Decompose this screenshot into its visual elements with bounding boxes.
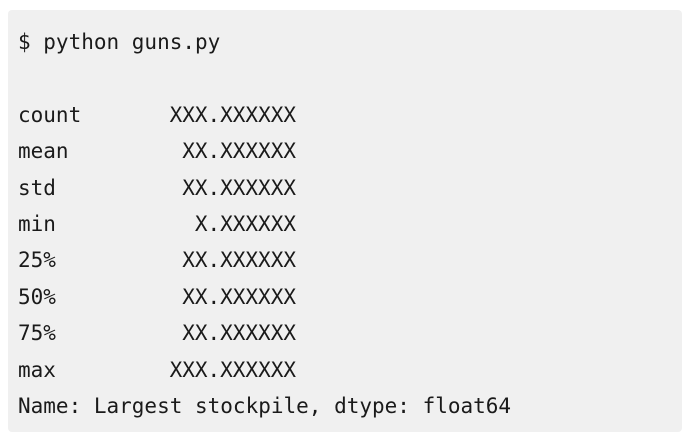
stat-row-std: std XX.XXXXXX <box>18 170 682 206</box>
series-footer: Name: Largest stockpile, dtype: float64 <box>18 393 512 418</box>
stat-row-min: min X.XXXXXX <box>18 206 682 242</box>
terminal-output: $ python guns.py count XXX.XXXXXX mean X… <box>8 10 682 432</box>
stat-label: count <box>18 102 82 127</box>
blank-line <box>18 60 682 96</box>
stat-value: XX.XXXXXX <box>182 284 296 309</box>
stat-value: XX.XXXXXX <box>182 248 296 273</box>
stat-label: std <box>18 175 56 200</box>
stat-label: 25% <box>18 248 56 273</box>
stat-row-75: 75% XX.XXXXXX <box>18 315 682 351</box>
stat-row-mean: mean XX.XXXXXX <box>18 133 682 169</box>
stat-value: XX.XXXXXX <box>182 175 296 200</box>
stat-value: XX.XXXXXX <box>182 321 296 346</box>
stat-row-50: 50% XX.XXXXXX <box>18 279 682 315</box>
stat-row-25: 25% XX.XXXXXX <box>18 242 682 278</box>
stat-row-count: count XXX.XXXXXX <box>18 97 682 133</box>
stat-label: min <box>18 211 56 236</box>
stat-value: X.XXXXXX <box>194 211 296 236</box>
stat-value: XX.XXXXXX <box>182 139 296 164</box>
command-line: $ python guns.py <box>18 30 221 54</box>
stat-row-max: max XXX.XXXXXX <box>18 352 682 388</box>
stat-value: XXX.XXXXXX <box>169 357 296 382</box>
stat-label: 75% <box>18 321 56 346</box>
stat-label: max <box>18 357 56 382</box>
stat-value: XXX.XXXXXX <box>169 102 296 127</box>
stat-label: mean <box>18 139 69 164</box>
stat-label: 50% <box>18 284 56 309</box>
